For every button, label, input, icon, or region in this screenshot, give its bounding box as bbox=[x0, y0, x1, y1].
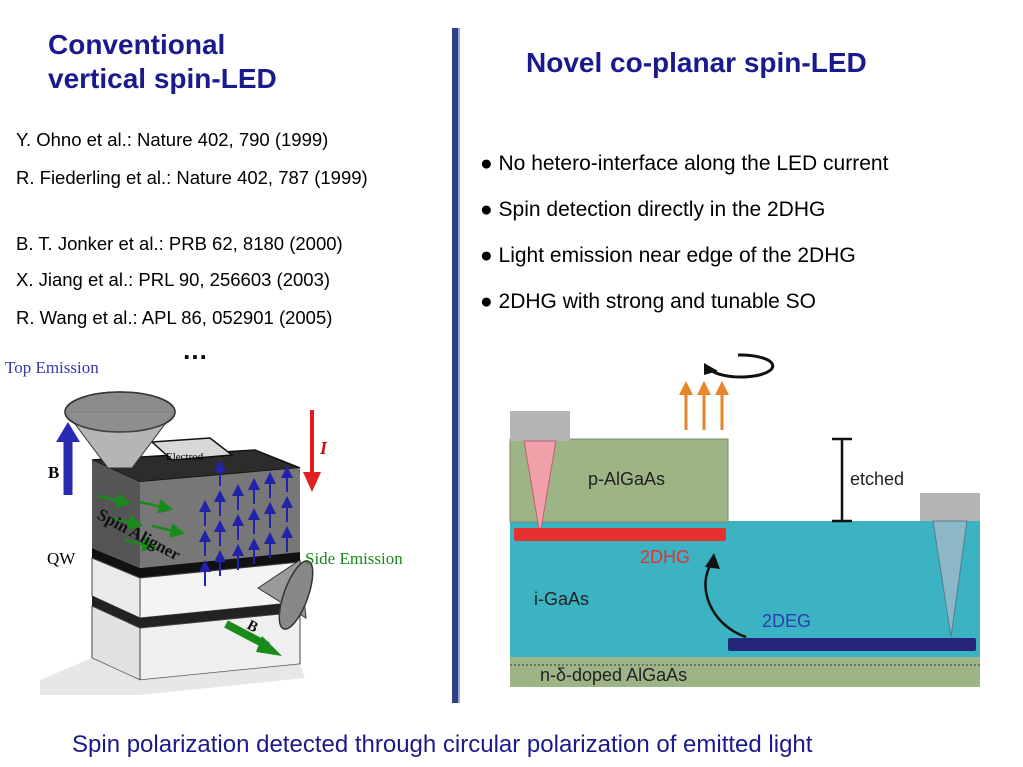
reference-5: R. Wang et al.: APL 86, 052901 (2005) bbox=[16, 307, 333, 328]
vertical-spin-led-diagram: Electrod B I Spin Aligner B Top bbox=[5, 358, 403, 695]
p-layer-label: p-AlGaAs bbox=[588, 469, 665, 489]
spin-aligner-arrow bbox=[109, 515, 144, 530]
spin-arrow-group bbox=[199, 460, 293, 586]
coplanar-spin-led-diagram: p-AlGaAs i-GaAs n-δ-doped AlGaAs 2DHG 2D… bbox=[509, 353, 980, 687]
p-contact-spike bbox=[523, 440, 557, 536]
hole-gas-label: 2DHG bbox=[640, 547, 690, 567]
b-field-arrowhead-bottom bbox=[256, 636, 282, 656]
spin-aligner-arrow-group bbox=[97, 493, 186, 552]
feature-list: ● No hetero-interface along the LED curr… bbox=[480, 149, 1020, 333]
side-emission-label: Side Emission bbox=[305, 549, 403, 568]
left-title: Conventional vertical spin-LED bbox=[48, 28, 428, 96]
circular-polarization-icon bbox=[704, 353, 775, 379]
current-arrowhead bbox=[303, 472, 321, 492]
qw-label: QW bbox=[47, 549, 76, 568]
n-doped-layer bbox=[510, 657, 980, 687]
emission-arrows bbox=[679, 381, 729, 430]
n-contact bbox=[920, 493, 980, 521]
spin-aligner-arrow bbox=[123, 537, 158, 552]
left-title-line1: Conventional bbox=[48, 29, 226, 60]
vertical-divider-highlight bbox=[458, 28, 460, 703]
spin-aligner-arrow bbox=[139, 499, 174, 514]
spin-aligner-arrow bbox=[151, 523, 186, 538]
etched-marker bbox=[832, 437, 852, 523]
led-stack bbox=[40, 449, 305, 695]
etched-label: etched bbox=[850, 469, 904, 489]
side-emission-cone bbox=[257, 559, 314, 630]
electron-gas-bar bbox=[728, 638, 976, 651]
electron-gas-label: 2DEG bbox=[762, 611, 811, 631]
feature-item: ● Spin detection directly in the 2DHG bbox=[480, 198, 826, 221]
qw-label-bg bbox=[40, 546, 82, 570]
recombination-arrow bbox=[704, 562, 747, 639]
n-layer-label: n-δ-doped AlGaAs bbox=[540, 665, 687, 685]
electrode-label: Electrod bbox=[166, 451, 204, 463]
electrode-pad bbox=[150, 437, 234, 461]
vertical-divider bbox=[452, 28, 458, 703]
reference-1: Y. Ohno et al.: Nature 402, 790 (1999) bbox=[16, 129, 329, 150]
reference-4: X. Jiang et al.: PRL 90, 256603 (2003) bbox=[16, 269, 331, 290]
n-contact-spike bbox=[932, 520, 968, 638]
top-emission-label: Top Emission bbox=[5, 358, 99, 377]
left-title-line2: vertical spin-LED bbox=[48, 63, 277, 94]
i-layer-label: i-GaAs bbox=[534, 589, 589, 609]
spin-aligner-arrow bbox=[97, 493, 132, 508]
current-label: I bbox=[319, 438, 328, 458]
b-field-arrowhead bbox=[56, 422, 80, 442]
ellipsis: … bbox=[182, 335, 208, 365]
footer-caption: Spin polarization detected through circu… bbox=[72, 731, 813, 758]
reference-3: B. T. Jonker et al.: PRB 62, 8180 (2000) bbox=[16, 233, 343, 254]
b-field-label: B bbox=[48, 463, 59, 482]
feature-item: ● 2DHG with strong and tunable SO bbox=[480, 290, 817, 313]
feature-item: ● Light emission near edge of the 2DHG bbox=[480, 244, 856, 267]
right-title: Novel co-planar spin-LED bbox=[526, 47, 867, 78]
hole-gas-bar bbox=[514, 528, 726, 541]
reference-2: R. Fiederling et al.: Nature 402, 787 (1… bbox=[16, 167, 368, 188]
p-contact bbox=[510, 411, 570, 441]
top-emission-cone bbox=[64, 391, 176, 469]
feature-item: ● No hetero-interface along the LED curr… bbox=[480, 152, 889, 175]
